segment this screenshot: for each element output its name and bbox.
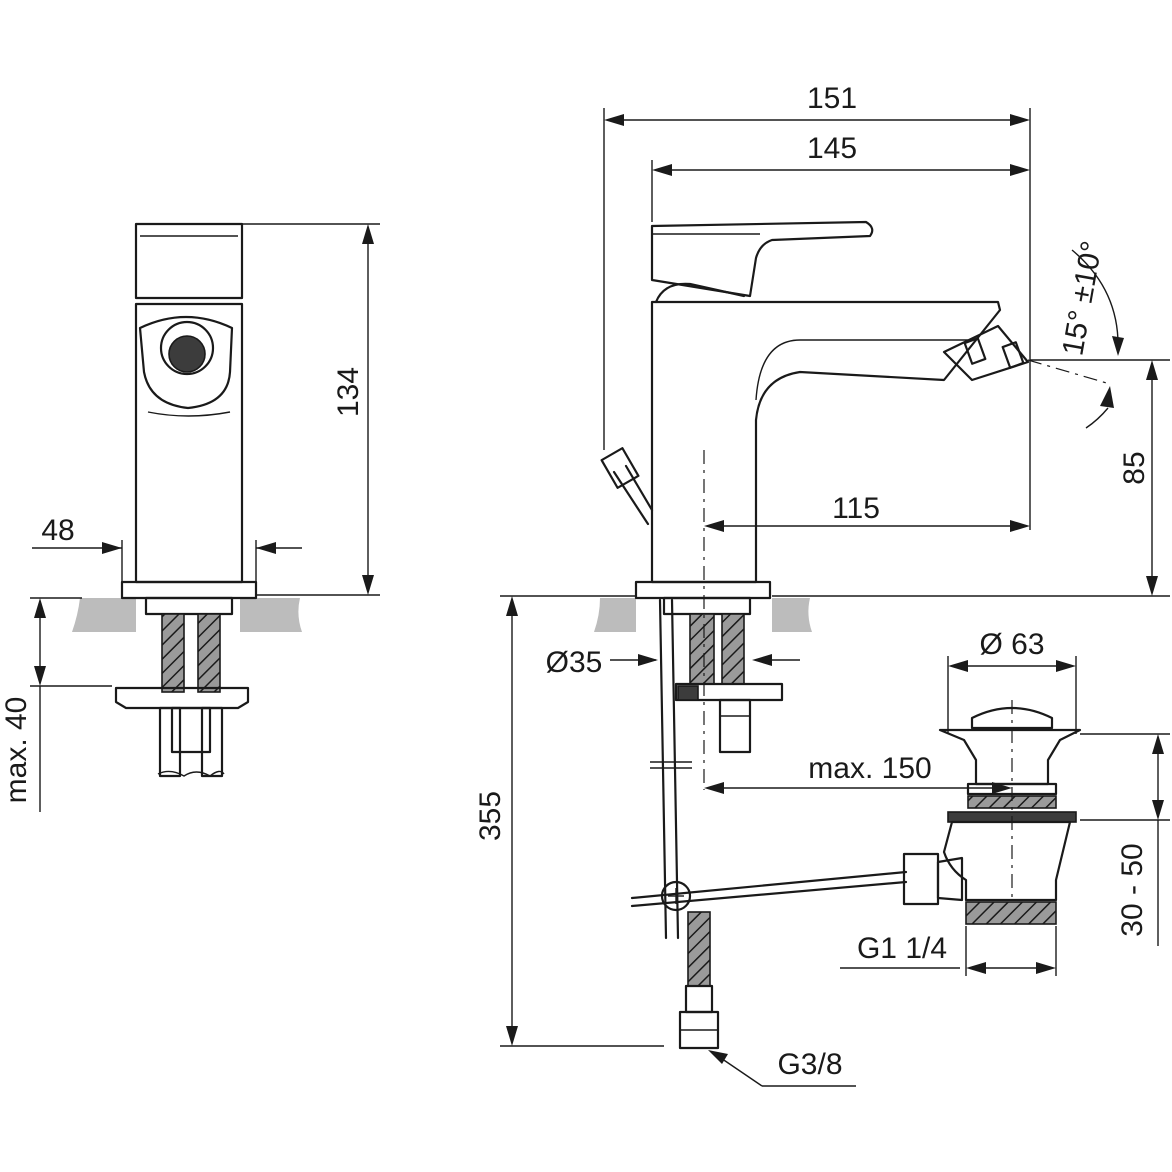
side-view-dimensions: 151 145 115 85 15° ±10° 355 — [474, 82, 1170, 1087]
linkage-nut — [902, 852, 940, 906]
countertop-right-front — [240, 598, 302, 632]
base-plate-side — [634, 580, 772, 600]
supply-hose-front-left — [158, 706, 182, 778]
swivel-nozzle — [942, 324, 1030, 382]
waste-body — [942, 820, 1072, 902]
body-width-label: 48 — [41, 514, 74, 547]
linkage-rod — [630, 870, 908, 900]
tail-diameter-label: Ø35 — [546, 646, 603, 679]
centerlines — [703, 359, 1111, 900]
linkage-clamp — [660, 880, 692, 912]
mounting-plate-front — [114, 686, 250, 710]
front-view-dimensions: 134 48 max. 40 — [0, 223, 380, 812]
lever-handle-front — [134, 222, 244, 300]
spout-height-label: 85 — [1118, 451, 1151, 484]
aerator-nozzle-front — [168, 335, 206, 373]
waste-diameter-label: Ø 63 — [979, 628, 1044, 661]
threaded-rod-right — [197, 613, 221, 693]
side-view — [594, 220, 1082, 1050]
supply-hose-side — [687, 911, 711, 987]
waste-adjust-label: 30 - 50 — [1116, 843, 1149, 936]
waste-thread — [965, 901, 1057, 925]
mixer-body-side — [650, 300, 1002, 584]
max-distance-label: max. 150 — [808, 752, 931, 785]
waste-flange — [938, 728, 1082, 786]
supply-thread-label: G3/8 — [777, 1048, 842, 1081]
waste-plug — [970, 706, 1054, 730]
popup-knob — [600, 447, 640, 489]
max-panel-label: max. 40 — [0, 697, 33, 804]
overall-depth-label: 355 — [474, 791, 507, 841]
threaded-rod-left — [161, 613, 185, 693]
supply-hose-front-right — [200, 706, 224, 778]
popup-rod-vertical — [658, 598, 668, 940]
total-length-label: 151 — [807, 82, 857, 115]
lever-handle-side — [650, 220, 874, 298]
spout-reach-label: 115 — [832, 492, 880, 525]
base-plate-front — [120, 580, 258, 600]
countertop-left-side — [594, 598, 636, 632]
spout-length-label: 145 — [807, 132, 857, 165]
angle-label: 15° ±10° — [1056, 239, 1109, 359]
height-label: 134 — [332, 367, 365, 417]
waste-thread-label: G1 1/4 — [857, 932, 947, 965]
mounting-plate-side — [674, 682, 784, 702]
countertop-left-front — [72, 598, 136, 632]
countertop-right-side — [772, 598, 812, 632]
front-view — [72, 222, 302, 778]
aerator-housing — [138, 315, 234, 410]
